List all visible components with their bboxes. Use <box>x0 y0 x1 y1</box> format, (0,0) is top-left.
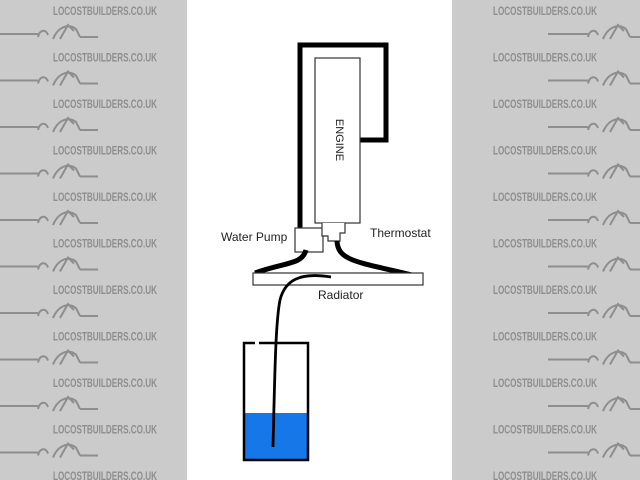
watermark-car-icon <box>0 69 98 86</box>
radiator-label: Radiator <box>318 288 364 302</box>
watermark-text: LOCOSTBUILDERS.CO.UK <box>493 469 597 480</box>
watermark-text: LOCOSTBUILDERS.CO.UK <box>493 423 597 437</box>
watermark-text: LOCOSTBUILDERS.CO.UK <box>53 4 157 18</box>
water-pump-label: Water Pump <box>221 230 288 244</box>
watermark-text: LOCOSTBUILDERS.CO.UK <box>493 51 597 65</box>
watermark-text: LOCOSTBUILDERS.CO.UK <box>493 330 597 344</box>
watermark-text: LOCOSTBUILDERS.CO.UK <box>493 4 597 18</box>
engine-label: ENGINE <box>333 118 346 162</box>
watermark-car-icon <box>0 23 98 40</box>
watermark-text: LOCOSTBUILDERS.CO.UK <box>53 97 157 111</box>
watermark-car-icon <box>0 209 98 226</box>
watermark-car-icon <box>548 395 640 412</box>
overflow-tube <box>271 274 332 448</box>
watermark-car-icon <box>548 23 640 40</box>
watermark-car-icon <box>0 348 98 365</box>
watermark-text: LOCOSTBUILDERS.CO.UK <box>493 144 597 158</box>
watermark-text: LOCOSTBUILDERS.CO.UK <box>53 330 157 344</box>
watermark-car-icon <box>548 69 640 86</box>
watermark-text: LOCOSTBUILDERS.CO.UK <box>493 97 597 111</box>
watermark-car-icon <box>548 162 640 179</box>
watermark-text: LOCOSTBUILDERS.CO.UK <box>53 144 157 158</box>
water-pump <box>294 227 324 253</box>
beaker <box>242 341 310 462</box>
watermark-car-icon <box>0 255 98 272</box>
upper-hose <box>334 240 417 279</box>
watermark-car-icon <box>548 348 640 365</box>
watermark-car-icon <box>548 441 640 458</box>
watermark-car-icon <box>0 116 98 133</box>
thermostat-label: Thermostat <box>370 226 431 240</box>
radiator <box>252 272 424 286</box>
watermark-text: LOCOSTBUILDERS.CO.UK <box>53 469 157 480</box>
watermark-car-icon <box>548 209 640 226</box>
watermark-text: LOCOSTBUILDERS.CO.UK <box>53 423 157 437</box>
engine-block <box>314 57 361 224</box>
watermark-text: LOCOSTBUILDERS.CO.UK <box>493 283 597 297</box>
watermark-text: LOCOSTBUILDERS.CO.UK <box>493 237 597 251</box>
watermark-car-icon <box>548 255 640 272</box>
watermark-car-icon <box>0 395 98 412</box>
lower-hose <box>254 249 309 276</box>
watermark-car-icon <box>548 116 640 133</box>
watermark-car-icon <box>0 441 98 458</box>
watermark-text: LOCOSTBUILDERS.CO.UK <box>53 237 157 251</box>
thermostat <box>321 223 346 242</box>
watermark-car-icon <box>0 302 98 319</box>
watermark-car-icon <box>0 162 98 179</box>
watermark-text: LOCOSTBUILDERS.CO.UK <box>53 283 157 297</box>
water-level <box>244 413 308 459</box>
watermark-car-icon <box>548 302 640 319</box>
bypass-pipe <box>297 42 389 228</box>
watermark-text: LOCOSTBUILDERS.CO.UK <box>493 190 597 204</box>
watermark-text: LOCOSTBUILDERS.CO.UK <box>53 190 157 204</box>
watermark-text: LOCOSTBUILDERS.CO.UK <box>493 376 597 390</box>
watermark-text: LOCOSTBUILDERS.CO.UK <box>53 51 157 65</box>
watermark-text: LOCOSTBUILDERS.CO.UK <box>53 376 157 390</box>
